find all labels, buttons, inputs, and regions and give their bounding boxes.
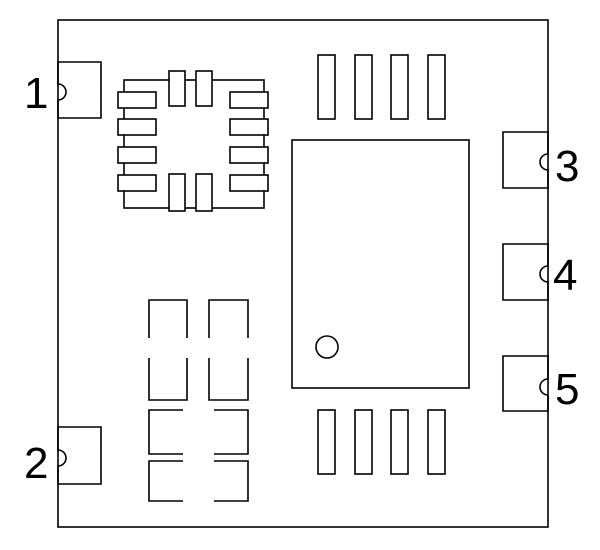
qfn-pad: [229, 118, 269, 136]
qfn-pad: [117, 91, 157, 109]
large-ic-body: [291, 139, 470, 389]
qfn-pad: [168, 173, 186, 212]
passive-tall-left: [148, 299, 188, 401]
ic-bottom-pad: [317, 409, 336, 475]
pin-2-label: 2: [24, 439, 48, 488]
ic-bottom-pad: [390, 409, 409, 475]
pin-5-label: 5: [555, 365, 579, 414]
passive-components: [148, 299, 249, 502]
ic-top-pad: [390, 54, 409, 120]
pin-4: 4: [502, 243, 577, 301]
qfn-pad: [168, 70, 186, 107]
pin-2: 2: [24, 426, 102, 488]
ic-top-pad: [354, 54, 373, 120]
bottom-pad-row: [317, 409, 446, 475]
pin-1-label: 1: [24, 69, 48, 118]
qfn-package: [117, 70, 269, 212]
pin-1-pad: [57, 61, 102, 119]
ic-top-pad: [317, 54, 336, 120]
ic-top-pad: [427, 54, 446, 120]
passive-small: [214, 409, 249, 455]
large-ic: [291, 139, 470, 389]
passive-small: [148, 409, 183, 455]
qfn-outline: [123, 79, 265, 209]
passive-small: [214, 460, 249, 502]
qfn-pad: [229, 174, 269, 192]
pin-1: 1: [24, 61, 102, 119]
pin-4-label: 4: [553, 251, 577, 300]
pin-5-pad: [502, 355, 549, 412]
qfn-pad: [229, 146, 269, 164]
pin1-marker-dot: [315, 335, 339, 359]
pin-3-label: 3: [555, 142, 579, 191]
pin-4-pad: [502, 243, 549, 301]
qfn-pad: [117, 146, 157, 164]
pin-3-pad: [502, 131, 549, 189]
pin-2-pad: [57, 426, 102, 485]
pin-5: 5: [502, 355, 579, 414]
passive-small: [148, 460, 183, 502]
board-outline: [57, 19, 549, 528]
ic-bottom-pad: [427, 409, 446, 475]
qfn-pad: [117, 174, 157, 192]
pin-3: 3: [502, 131, 579, 191]
qfn-pad: [195, 173, 213, 212]
qfn-pad: [195, 70, 213, 107]
ic-bottom-pad: [354, 409, 373, 475]
passive-tall-right: [208, 299, 249, 401]
top-pad-row: [317, 54, 446, 120]
qfn-pad: [229, 91, 269, 109]
qfn-pad: [117, 118, 157, 136]
